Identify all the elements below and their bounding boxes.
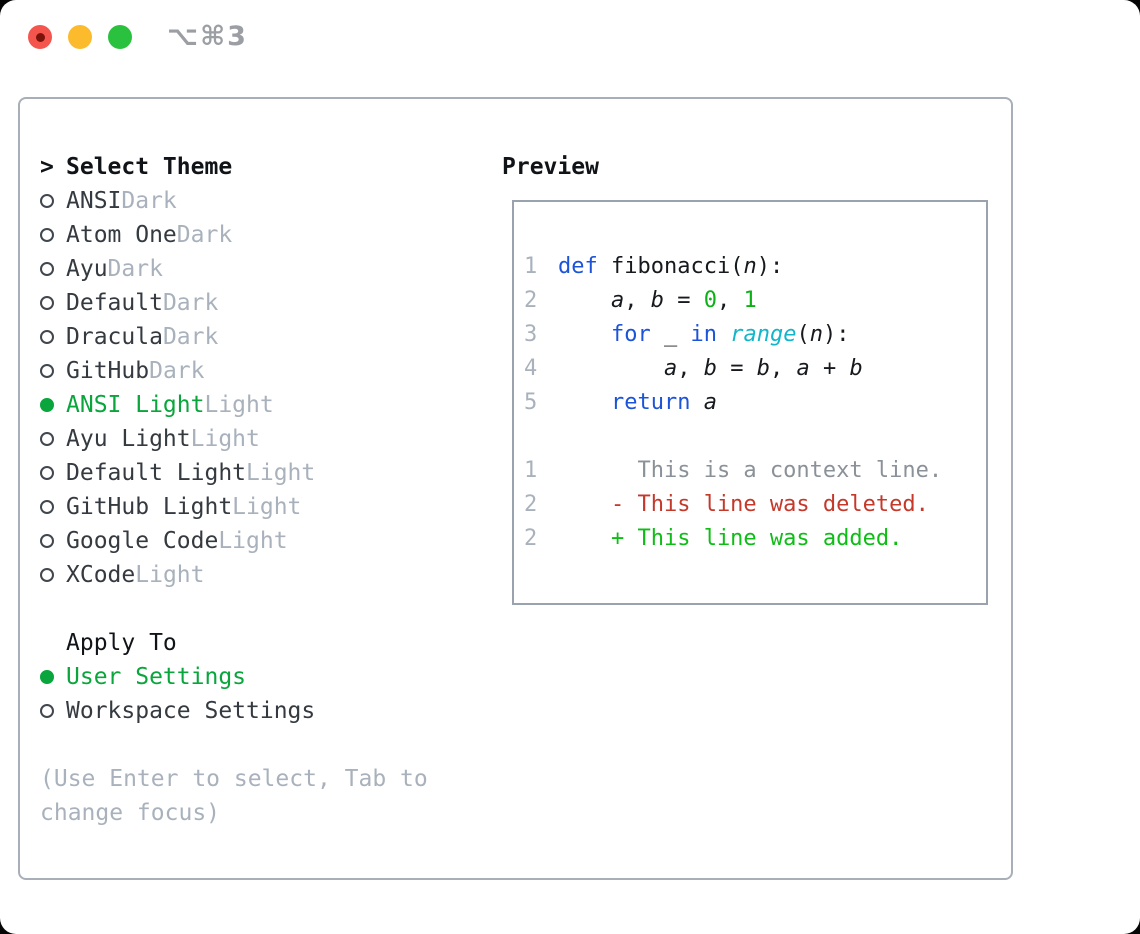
spacer: [40, 728, 495, 762]
apply-option[interactable]: User Settings: [40, 660, 495, 694]
code-line: 5 return a: [524, 386, 986, 420]
radio-icon: [40, 534, 54, 548]
close-dot-icon: [35, 32, 45, 42]
help-text: (Use Enter to select, Tab to change focu…: [40, 762, 495, 830]
theme-option[interactable]: GitHub Light Light: [40, 490, 495, 524]
option-label: Ayu Light: [66, 426, 191, 452]
option-tag: Dark: [149, 358, 205, 384]
preview-title: Preview: [502, 154, 599, 180]
code-line: [524, 420, 986, 454]
option-tag: Light: [218, 528, 288, 554]
radio-icon: [40, 364, 54, 378]
line-number: 5: [524, 390, 538, 415]
theme-option[interactable]: Default Dark: [40, 286, 495, 320]
radio-icon: [40, 228, 54, 242]
option-label: Ayu: [66, 256, 108, 282]
theme-option[interactable]: GitHub Dark: [40, 354, 495, 388]
select-theme-heading: > Select Theme: [40, 150, 495, 184]
theme-option[interactable]: Google Code Light: [40, 524, 495, 558]
code-line: 2 - This line was deleted.: [524, 488, 986, 522]
option-label: Default Light: [66, 460, 247, 486]
window-shortcut-label: ⌥⌘3: [167, 21, 248, 52]
option-label: Dracula: [66, 324, 163, 350]
option-tag: Light: [246, 460, 316, 486]
option-label: XCode: [66, 562, 136, 588]
radio-selected-icon: [40, 670, 54, 684]
code-line: 3 for _ in range(n):: [524, 318, 986, 352]
radio-icon: [40, 466, 54, 480]
apply-to-title: Apply To: [66, 630, 177, 656]
option-label: User Settings: [66, 664, 247, 690]
code-line: 2 + This line was added.: [524, 522, 986, 556]
option-tag: Light: [135, 562, 205, 588]
close-button[interactable]: [28, 25, 52, 49]
option-tag: Dark: [176, 222, 233, 248]
theme-option[interactable]: Ayu Dark: [40, 252, 495, 286]
line-number: 2: [524, 492, 538, 517]
select-theme-title: Select Theme: [66, 154, 233, 180]
help-line-1: (Use Enter to select, Tab to: [40, 766, 428, 792]
focus-caret-icon: >: [40, 154, 54, 180]
radio-icon: [40, 500, 54, 514]
option-tag: Light: [232, 494, 302, 520]
option-label: Workspace Settings: [66, 698, 316, 724]
option-tag: Dark: [107, 256, 163, 282]
radio-icon: [40, 704, 54, 718]
option-label: GitHub: [66, 358, 150, 384]
theme-option[interactable]: Default Light Light: [40, 456, 495, 490]
option-tag: Dark: [162, 324, 219, 350]
theme-option[interactable]: XCode Light: [40, 558, 495, 592]
radio-icon: [40, 568, 54, 582]
code-line: 1 This is a context line.: [524, 454, 986, 488]
minimize-button[interactable]: [68, 25, 92, 49]
option-label: Google Code: [66, 528, 219, 554]
radio-selected-icon: [40, 398, 54, 412]
radio-icon: [40, 262, 54, 276]
line-number: 3: [524, 322, 538, 347]
theme-option[interactable]: Atom One Dark: [40, 218, 495, 252]
radio-icon: [40, 432, 54, 446]
radio-icon: [40, 296, 54, 310]
help-line-2: change focus): [40, 800, 221, 826]
theme-option[interactable]: ANSI Dark: [40, 184, 495, 218]
theme-option[interactable]: ANSI Light Light: [40, 388, 495, 422]
option-label: Default: [66, 290, 163, 316]
spacer: [40, 592, 495, 626]
line-number: 1: [524, 254, 538, 279]
option-tag: Dark: [162, 290, 219, 316]
option-label: ANSI: [66, 188, 122, 214]
apply-option[interactable]: Workspace Settings: [40, 694, 495, 728]
radio-icon: [40, 330, 54, 344]
radio-icon: [40, 194, 54, 208]
maximize-button[interactable]: [108, 25, 132, 49]
theme-option[interactable]: Ayu Light Light: [40, 422, 495, 456]
option-tag: Light: [190, 426, 260, 452]
code-line: 4 a, b = b, a + b: [524, 352, 986, 386]
option-label: Atom One: [66, 222, 177, 248]
line-number: 2: [524, 526, 538, 551]
option-tag: Light: [204, 392, 274, 418]
line-number: 4: [524, 356, 538, 381]
option-tag: Dark: [121, 188, 177, 214]
apply-to-heading: Apply To: [40, 626, 495, 660]
option-label: GitHub Light: [66, 494, 233, 520]
line-number: 2: [524, 288, 538, 313]
theme-option[interactable]: Dracula Dark: [40, 320, 495, 354]
line-number: 1: [524, 458, 538, 483]
option-label: ANSI Light: [66, 392, 205, 418]
code-line: 2 a, b = 0, 1: [524, 284, 986, 318]
